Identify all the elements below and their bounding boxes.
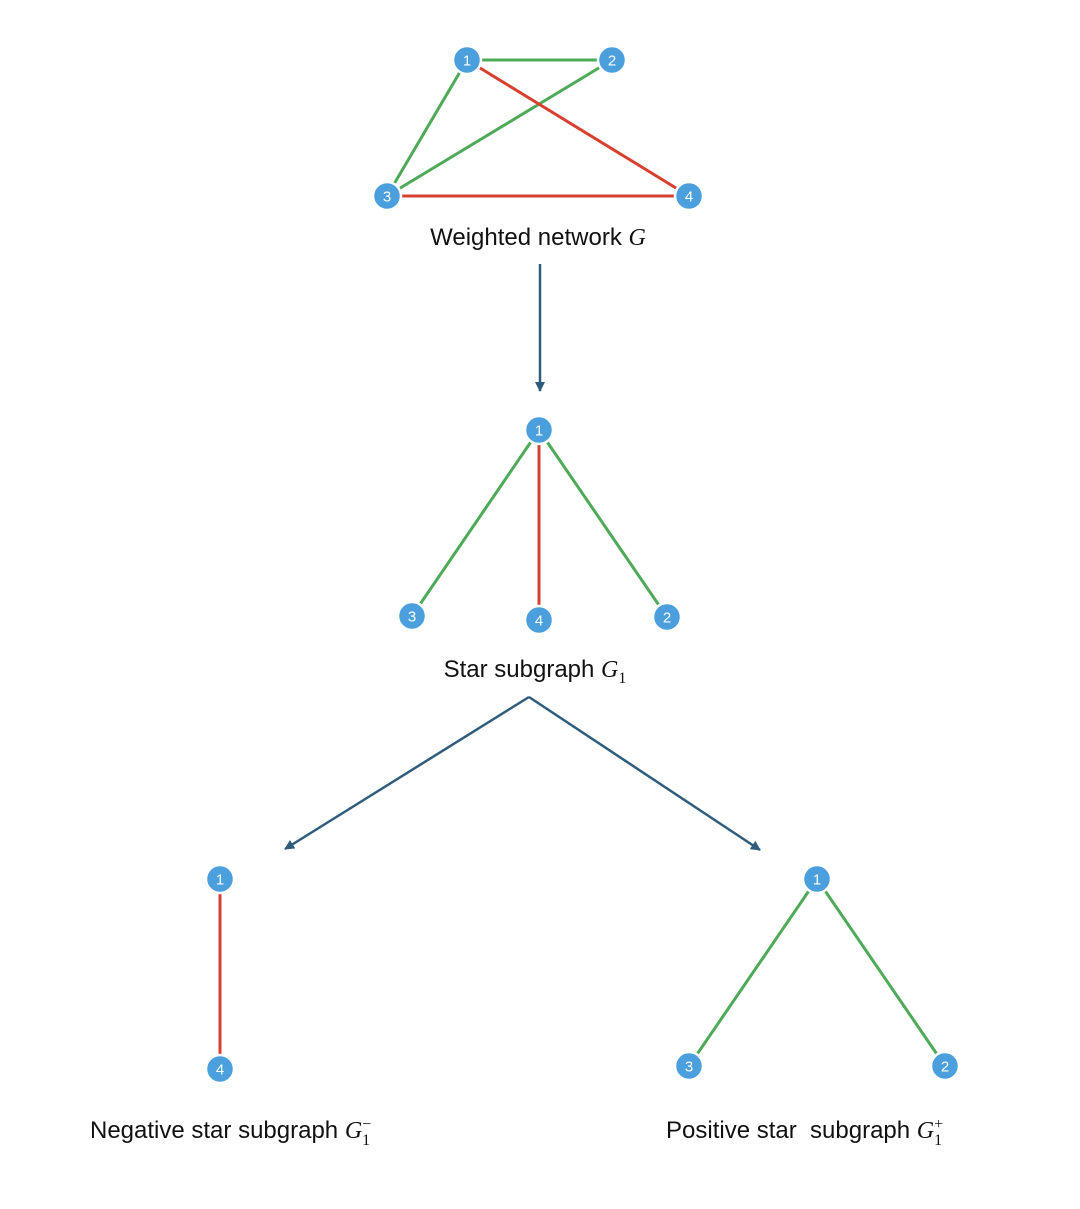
weighted-network-edges [385,58,691,198]
star-subgraph-caption-subscript: 1 [618,670,626,687]
arrow-star-to-negative [284,695,530,851]
node-2: 2 [596,44,628,76]
negative-star-subgraph: 1 4 Negative star subgraph G1− [90,863,371,1149]
negative-star-caption-superscript: − [362,1116,371,1133]
positive-star-edges [687,877,947,1068]
node-4: 4 [673,180,705,212]
edge-1-3 [687,877,819,1068]
node-1-label: 1 [535,423,543,440]
node-4: 4 [204,1053,236,1085]
node-3-label: 3 [383,189,391,206]
node-4: 4 [523,604,555,636]
edge-2-3 [385,58,614,198]
positive-star-caption: Positive star subgraph G1+ [666,1116,943,1149]
node-1: 1 [801,863,833,895]
star-subgraph-caption-text: Star subgraph [444,656,601,683]
edge-1-2 [815,877,947,1068]
positive-star-caption-subscript: 1 [934,1132,942,1149]
node-4-label: 4 [685,189,693,206]
star-subgraph: 1 3 4 2 Star subgraph G1 [396,414,683,687]
weighted-network-caption: Weighted network G [430,224,646,251]
node-2: 2 [929,1050,961,1082]
node-2-label: 2 [663,610,671,627]
node-3-label: 3 [408,609,416,626]
weighted-network-graph: 1 2 3 4 Weighted network G [371,44,705,251]
node-2-label: 2 [608,53,616,70]
positive-star-caption-superscript: + [934,1116,943,1133]
positive-star-caption-text: Positive star subgraph [666,1117,917,1144]
node-3: 3 [396,600,428,632]
node-1-label: 1 [463,53,471,70]
star-subgraph-edges [410,428,669,622]
node-1-label: 1 [813,872,821,889]
node-1-label: 1 [216,872,224,889]
weighted-network-caption-symbol: G [628,225,645,251]
edge-1-4 [465,58,691,198]
star-subgraph-caption-symbol: G [601,657,618,683]
node-3: 3 [371,180,403,212]
negative-star-caption-text: Negative star subgraph [90,1117,345,1144]
node-1: 1 [204,863,236,895]
positive-star-subgraph: 1 3 2 Positive star subgraph G1+ [666,863,961,1149]
negative-star-caption-symbol: G [345,1118,362,1144]
edge-1-3 [410,428,541,618]
node-2-label: 2 [941,1059,949,1076]
negative-star-caption: Negative star subgraph G1− [90,1116,371,1149]
node-4-label: 4 [535,613,543,630]
weighted-network-caption-text: Weighted network [430,224,628,251]
edge-1-3 [385,58,469,198]
arrow-star-to-positive [528,695,761,852]
node-3: 3 [673,1050,705,1082]
node-1: 1 [523,414,555,446]
edge-1-2 [537,428,669,619]
node-3-label: 3 [685,1059,693,1076]
star-subgraph-caption: Star subgraph G1 [444,656,627,687]
node-2: 2 [651,601,683,633]
negative-star-caption-subscript: 1 [362,1132,370,1149]
node-4-label: 4 [216,1062,224,1079]
node-1: 1 [451,44,483,76]
positive-star-caption-symbol: G [917,1118,934,1144]
